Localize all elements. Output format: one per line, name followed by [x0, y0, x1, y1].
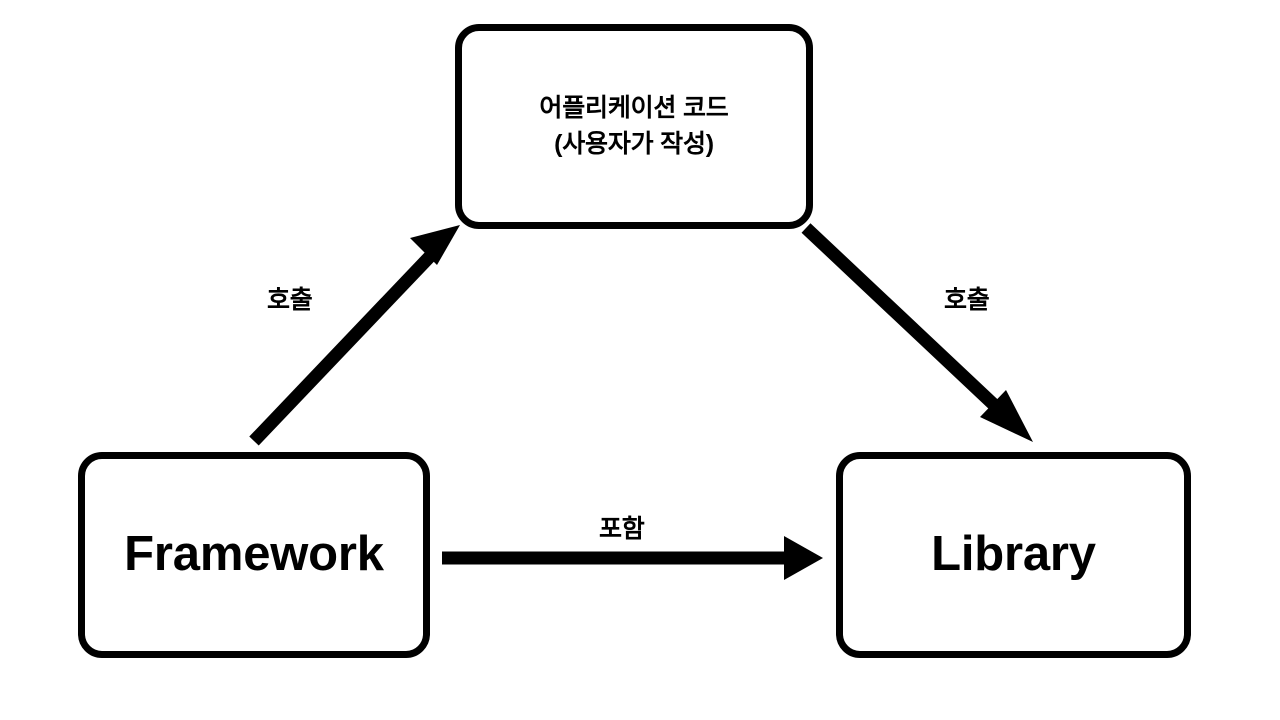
- node-library[interactable]: Library: [836, 452, 1191, 658]
- node-framework-label: Framework: [124, 527, 384, 582]
- edge-app-code-to-library: [801, 223, 1033, 442]
- edge-label-framework-to-app-code: 호출: [267, 286, 313, 314]
- edge-framework-to-app-code: [249, 225, 460, 446]
- node-application-code-label: 어플리케이션 코드 (사용자가 작성): [539, 94, 729, 158]
- node-library-label: Library: [931, 527, 1096, 582]
- edge-label-app-code-to-library: 호출: [944, 286, 990, 314]
- node-framework[interactable]: Framework: [78, 452, 430, 658]
- edge-framework-to-library: [442, 536, 823, 580]
- edge-label-framework-to-library: 포함: [599, 515, 645, 543]
- node-application-code[interactable]: 어플리케이션 코드 (사용자가 작성): [455, 24, 813, 229]
